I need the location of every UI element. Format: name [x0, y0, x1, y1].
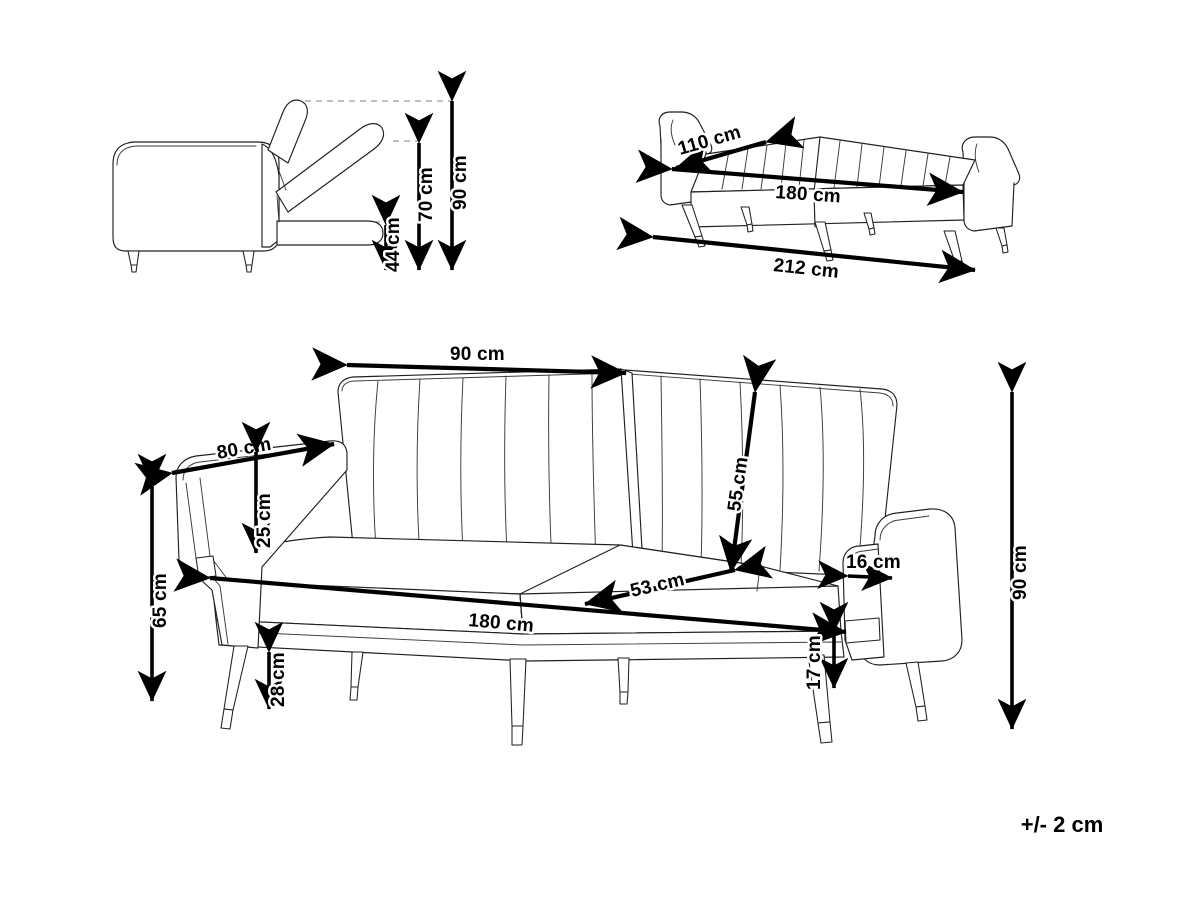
sofa-backrest-right: [622, 369, 898, 577]
side-view: 44 cm 70 cm 90 cm: [112, 70, 474, 275]
bed-right-arm-seam: [974, 143, 980, 173]
side-body-silhouette: [112, 141, 280, 252]
dim-side-90-label: 90 cm: [450, 155, 471, 210]
sofa-left-arm-wood-accent: [195, 555, 217, 579]
dim-sofa-17-label: 17 cm: [804, 635, 825, 690]
dim-sofa-16-label: 16 cm: [846, 552, 901, 573]
side-hinge-line-a: [275, 162, 287, 191]
sofa-backrest-top-seam-right: [628, 373, 894, 407]
dim-sofa-28: 28 cm: [254, 621, 292, 710]
sofa-leg-front-left: [220, 645, 249, 730]
side-hinge-line-b: [276, 195, 280, 223]
dim-side-44: 44 cm: [371, 194, 407, 275]
sofa-leg-rear-mid: [617, 657, 630, 705]
tolerance-note: +/- 2 cm: [1021, 812, 1104, 837]
dim-side-70-label: 70 cm: [416, 167, 437, 222]
side-backrest-flat: [276, 220, 384, 246]
dim-sofa-17: 17 cm: [802, 601, 849, 693]
sofa-leg-front-mid: [509, 658, 527, 746]
bed-leg-6: [995, 227, 1009, 254]
side-body-seam: [116, 145, 257, 166]
side-backrest-reclined: [275, 123, 385, 213]
sofa-right-armrest: [858, 508, 963, 666]
side-backrest-upright: [267, 99, 308, 164]
side-leg-rear: [242, 250, 255, 273]
sofa-right-arm-wood-accent: [844, 617, 881, 644]
dim-sofa-90-right-label: 90 cm: [1010, 545, 1031, 600]
dim-sofa-90-right: 90 cm: [997, 361, 1034, 730]
dim-sofa-25: 25 cm: [241, 421, 278, 554]
dim-side-70: 70 cm: [404, 112, 440, 271]
dim-sofa-65-label: 65 cm: [150, 573, 171, 628]
sofa-leg-rear-right: [905, 661, 928, 722]
sofa-view: 90 cm 80 cm 25 cm 65 cm 28 cm 180 cm: [134, 342, 1034, 746]
dim-sofa-28-label: 28 cm: [268, 652, 289, 707]
dim-sofa-25-label: 25 cm: [254, 493, 275, 548]
bed-view: 110 cm 180 cm 212 cm: [616, 111, 1021, 285]
sofa-right-arm-top-seam: [879, 515, 930, 541]
sofa-leg-rear-left: [349, 651, 364, 701]
dim-sofa-90-top-label: 90 cm: [450, 344, 505, 365]
dim-sofa-90-top: 90 cm: [311, 342, 627, 389]
dim-sofa-65: 65 cm: [137, 453, 174, 702]
side-leg-front: [127, 250, 140, 273]
dim-side-90: 90 cm: [437, 70, 474, 271]
dim-sofa-16: 16 cm: [817, 550, 903, 592]
bed-left-arm-seam: [670, 119, 676, 146]
dim-side-44-label: 44 cm: [383, 217, 404, 272]
